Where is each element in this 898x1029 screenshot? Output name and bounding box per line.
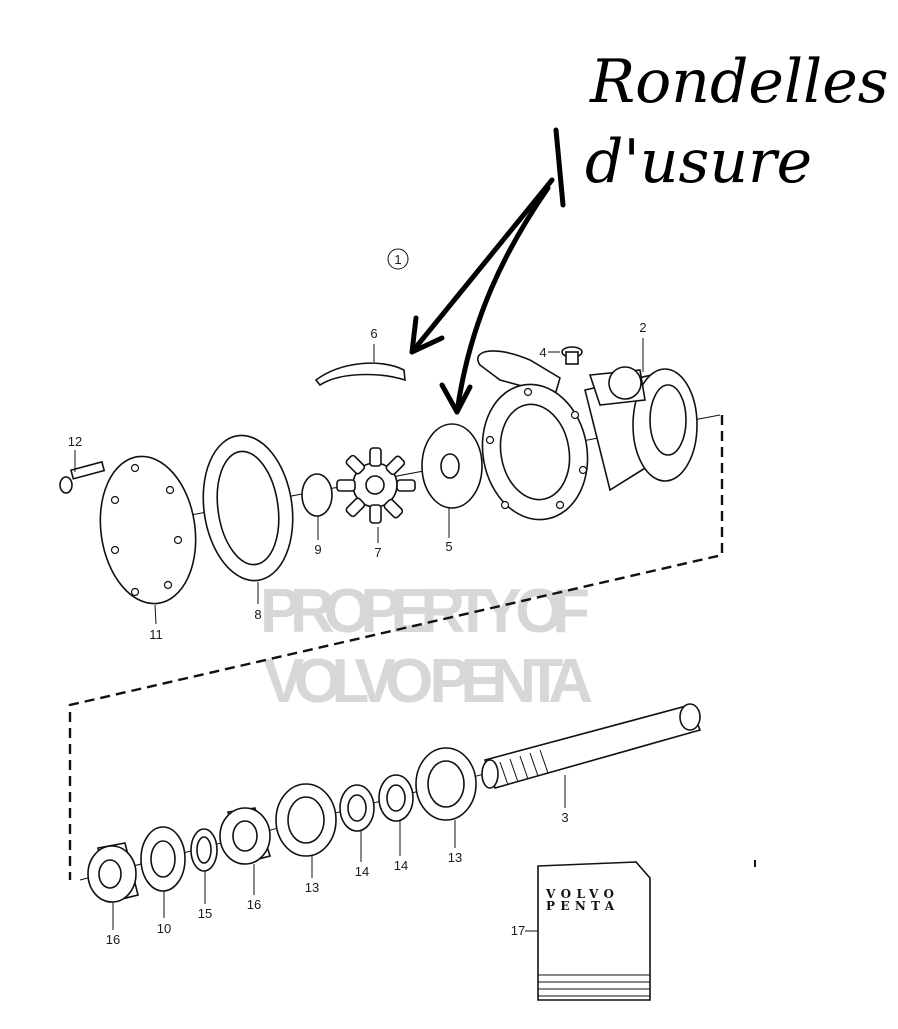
part-15-circlip: [190, 828, 218, 872]
part-6-cam: [314, 362, 406, 387]
watermark-line2: VOLVO PENTA: [263, 647, 593, 716]
label-7: 7: [374, 545, 381, 560]
label-9: 9: [314, 542, 321, 557]
part-14-ring-left: [339, 784, 375, 832]
annotation-bar: [553, 127, 566, 208]
part-3-shaft: [481, 703, 702, 789]
annotation-line2: d'usure: [585, 127, 812, 197]
part-9-o-ring: [301, 473, 333, 517]
part-16-seal-left: [87, 842, 139, 903]
part-12-screw: [59, 460, 106, 494]
part-14-ring-right: [378, 774, 414, 822]
watermark-line1: PROPERTY OF: [260, 577, 590, 646]
dashed-assembly-line: [68, 415, 724, 880]
label-2: 2: [639, 320, 646, 335]
part-5-wear-plate: [421, 423, 483, 509]
part-13-bearing-left: [275, 783, 337, 857]
svg-text:1: 1: [394, 252, 401, 267]
annotation-arrow-2: [454, 185, 551, 415]
label-10: 10: [157, 921, 171, 936]
part-11-end-cover: [99, 455, 197, 605]
part-4-plug: [548, 346, 583, 365]
kit-bag-brand-line1: VOLVO: [545, 887, 614, 901]
part-16-seal-right: [219, 807, 272, 865]
part-number-labels: 12 11 8 9 7 5 6 4 2 3 13 14 14 13 16 15 …: [68, 320, 647, 947]
annotation-arrow-1: [409, 177, 555, 355]
handwritten-annotation: Rondelles d'usure: [409, 47, 889, 415]
part-8-gasket: [202, 434, 294, 582]
label-14-left: 14: [355, 864, 369, 879]
part-13-bearing-right: [415, 747, 477, 821]
label-13-left: 13: [305, 880, 319, 895]
label-11: 11: [149, 627, 163, 642]
label-13-right: 13: [448, 850, 462, 865]
part-2-pump-housing: [477, 350, 698, 521]
leader-lines: [74, 338, 644, 930]
label-8: 8: [254, 607, 261, 622]
annotation-arrowhead-2: [439, 382, 473, 415]
label-12: 12: [68, 434, 82, 449]
label-4: 4: [539, 345, 546, 360]
label-5: 5: [445, 539, 452, 554]
watermark: PROPERTY OF VOLVO PENTA: [260, 577, 593, 716]
view-marker: 1: [387, 248, 409, 270]
label-14-right: 14: [394, 858, 408, 873]
annotation-arrowhead-1: [409, 315, 445, 355]
label-17: 17: [511, 923, 525, 938]
stray-mark: [754, 860, 756, 867]
part-17-kit-bag: VOLVO PENTA: [525, 861, 651, 1001]
label-6: 6: [370, 326, 377, 341]
label-15: 15: [198, 906, 212, 921]
label-16-right: 16: [247, 897, 261, 912]
label-3: 3: [561, 810, 568, 825]
annotation-line1: Rondelles: [589, 47, 889, 117]
part-10-ring: [140, 826, 186, 892]
part-7-impeller: [336, 447, 416, 524]
kit-bag-brand-line2: PENTA: [546, 899, 615, 913]
label-16-left: 16: [106, 932, 120, 947]
